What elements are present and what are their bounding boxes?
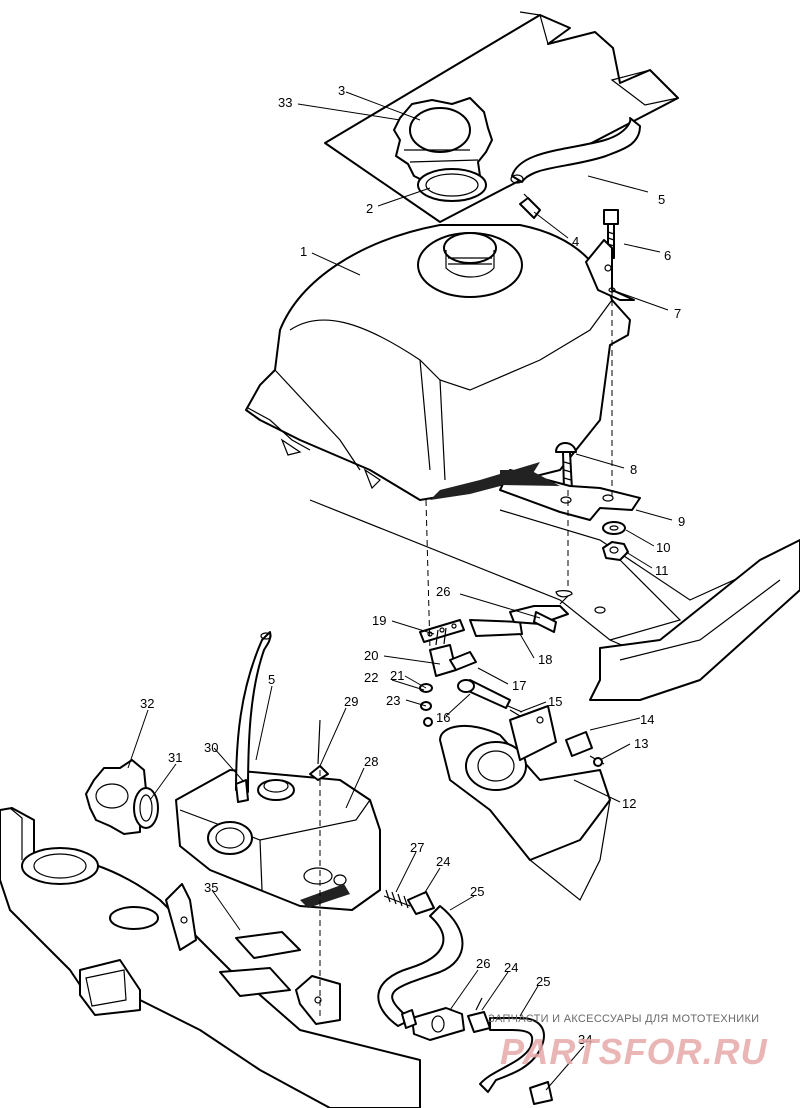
alignment-lines xyxy=(319,250,613,1020)
callout-18: 18 xyxy=(538,652,552,667)
callout-1: 1 xyxy=(300,244,307,259)
fuel-tank xyxy=(245,224,631,501)
callout-34: 34 xyxy=(578,1032,592,1047)
callout-15: 15 xyxy=(548,694,562,709)
callout-2: 2 xyxy=(366,201,373,216)
lock-nut xyxy=(602,541,629,561)
callout-7: 7 xyxy=(674,306,681,321)
outlet-hose xyxy=(479,1017,553,1105)
callout-16: 16 xyxy=(436,710,450,725)
callout-10: 10 xyxy=(656,540,670,555)
callout-8: 8 xyxy=(630,462,637,477)
spring xyxy=(383,889,411,909)
callout-5-lower: 5 xyxy=(268,672,275,687)
callout-31: 31 xyxy=(168,750,182,765)
watermark-logo: PARTSFOR.RU xyxy=(500,1031,768,1072)
callout-17: 17 xyxy=(512,678,526,693)
callout-24: 24 xyxy=(436,854,450,869)
frame-brackets xyxy=(165,883,341,1025)
fuel-line-upper xyxy=(509,595,569,633)
gasket-ring xyxy=(417,168,487,202)
callout-25: 25 xyxy=(470,884,484,899)
callout-19: 19 xyxy=(372,613,386,628)
mount-bracket xyxy=(585,239,635,301)
callout-32: 32 xyxy=(140,696,154,711)
vent-hose-lower xyxy=(235,631,272,793)
callout-14: 14 xyxy=(640,712,654,727)
callout-12: 12 xyxy=(622,796,636,811)
hose-clamp-fitting xyxy=(565,731,605,767)
callout-27: 27 xyxy=(410,840,424,855)
washer xyxy=(602,521,626,535)
callout-22: 22 xyxy=(364,670,378,685)
foam-pad xyxy=(235,931,301,959)
callout-13: 13 xyxy=(634,736,648,751)
inline-filter xyxy=(401,1007,465,1041)
callout-3: 3 xyxy=(338,83,345,98)
vent-fitting-lower xyxy=(235,719,329,803)
frame-rails xyxy=(309,499,800,701)
callout-21: 21 xyxy=(390,668,404,683)
callout-28: 28 xyxy=(364,754,378,769)
frame-lower-rail xyxy=(0,807,421,1108)
fuel-valve-assembly xyxy=(419,619,523,727)
callout-6: 6 xyxy=(664,248,671,263)
callout-20: 20 xyxy=(364,648,378,663)
watermark-caption: ЗАПЧАСТИ И АКСЕССУАРЫ ДЛЯ МОТОТЕХНИКИ xyxy=(488,1013,760,1025)
callout-5: 5 xyxy=(658,192,665,207)
vent-hose-upper xyxy=(510,117,641,184)
callout-30: 30 xyxy=(204,740,218,755)
fuel-hose-lower xyxy=(377,891,464,1027)
callout-26-lower: 26 xyxy=(476,956,490,971)
callout-24-lower: 24 xyxy=(504,960,518,975)
callout-23: 23 xyxy=(386,693,400,708)
leader-lines xyxy=(127,91,673,1091)
reserve-tank xyxy=(175,769,381,911)
callout-25-lower: 25 xyxy=(536,974,550,989)
callout-35: 35 xyxy=(204,880,218,895)
callout-4: 4 xyxy=(572,234,579,249)
tank-strap xyxy=(499,469,641,521)
watermark-logo-text: PARTSFOR.RU xyxy=(500,1031,768,1072)
callout-29: 29 xyxy=(344,694,358,709)
callout-11: 11 xyxy=(655,563,669,578)
callout-9: 9 xyxy=(678,514,685,529)
callout-33: 33 xyxy=(278,95,292,110)
air-intake-boot xyxy=(439,705,611,901)
callout-labels: 33 3 2 5 4 6 1 7 8 9 10 11 26 19 18 20 1… xyxy=(140,83,685,1047)
callout-26: 26 xyxy=(436,584,450,599)
